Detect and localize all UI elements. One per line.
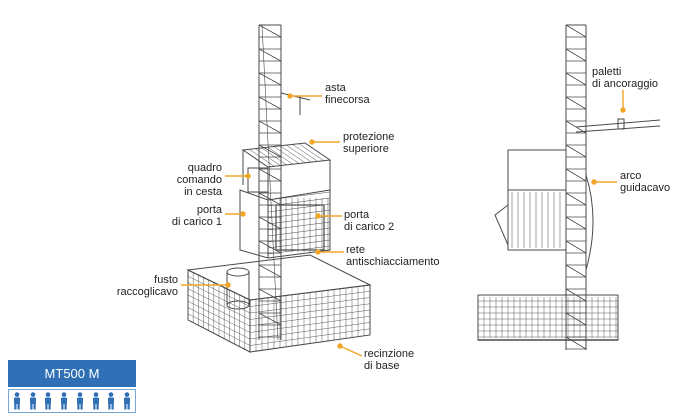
car-body xyxy=(239,189,331,259)
person-icon xyxy=(45,392,52,410)
leader-dot xyxy=(245,173,251,179)
label-quadro-comando: quadro comando in cesta xyxy=(176,162,222,198)
person-icon xyxy=(76,392,83,410)
person-icon xyxy=(92,392,99,410)
leader-dot xyxy=(315,213,321,219)
person-icon xyxy=(124,392,131,410)
person-icon xyxy=(108,392,115,410)
label-arco-guidacavo: arco guidacavo xyxy=(620,170,671,194)
left-view xyxy=(186,24,372,353)
label-porta-carico-2: porta di carico 2 xyxy=(344,209,395,233)
label-fusto-raccoglicavo: fusto raccoglicavo xyxy=(116,274,178,298)
leader-dot xyxy=(225,282,231,288)
leader-dot xyxy=(620,107,626,113)
control-panel-shape xyxy=(247,167,269,193)
right-view xyxy=(477,24,661,350)
person-icon xyxy=(61,392,68,410)
label-protezione-superiore: protezione superiore xyxy=(343,131,395,155)
anchor-clamp xyxy=(617,118,625,130)
leader-dot xyxy=(591,179,597,185)
label-porta-carico-1: porta di carico 1 xyxy=(171,204,222,228)
car-roof xyxy=(241,142,332,200)
base-enclosure xyxy=(186,254,372,353)
person-icon xyxy=(29,392,36,410)
left-mast xyxy=(258,24,282,341)
right-mast xyxy=(565,24,587,350)
person-icon xyxy=(13,392,20,410)
leader-dot xyxy=(309,139,315,145)
leader-dot xyxy=(287,93,293,99)
right-base xyxy=(477,294,619,341)
label-rete-antischiacciamento: rete antischiacciamento xyxy=(346,244,440,268)
label-recinzione-base: recinzione di base xyxy=(364,348,415,372)
cable-guide-arc-shape xyxy=(585,174,594,271)
label-paletti-ancoraggio: paletti di ancoraggio xyxy=(592,66,659,90)
leader-line xyxy=(339,345,363,357)
capacity-persons-row xyxy=(8,389,136,413)
leader-dot xyxy=(315,249,321,255)
leader-dot xyxy=(240,211,246,217)
label-asta-finecorsa: asta finecorsa xyxy=(325,82,370,106)
right-car xyxy=(494,149,567,251)
leader-lines xyxy=(181,90,626,357)
cable-drum-shape xyxy=(226,267,250,310)
model-name-badge: MT500 M xyxy=(8,360,136,387)
leader-dot xyxy=(337,343,343,349)
